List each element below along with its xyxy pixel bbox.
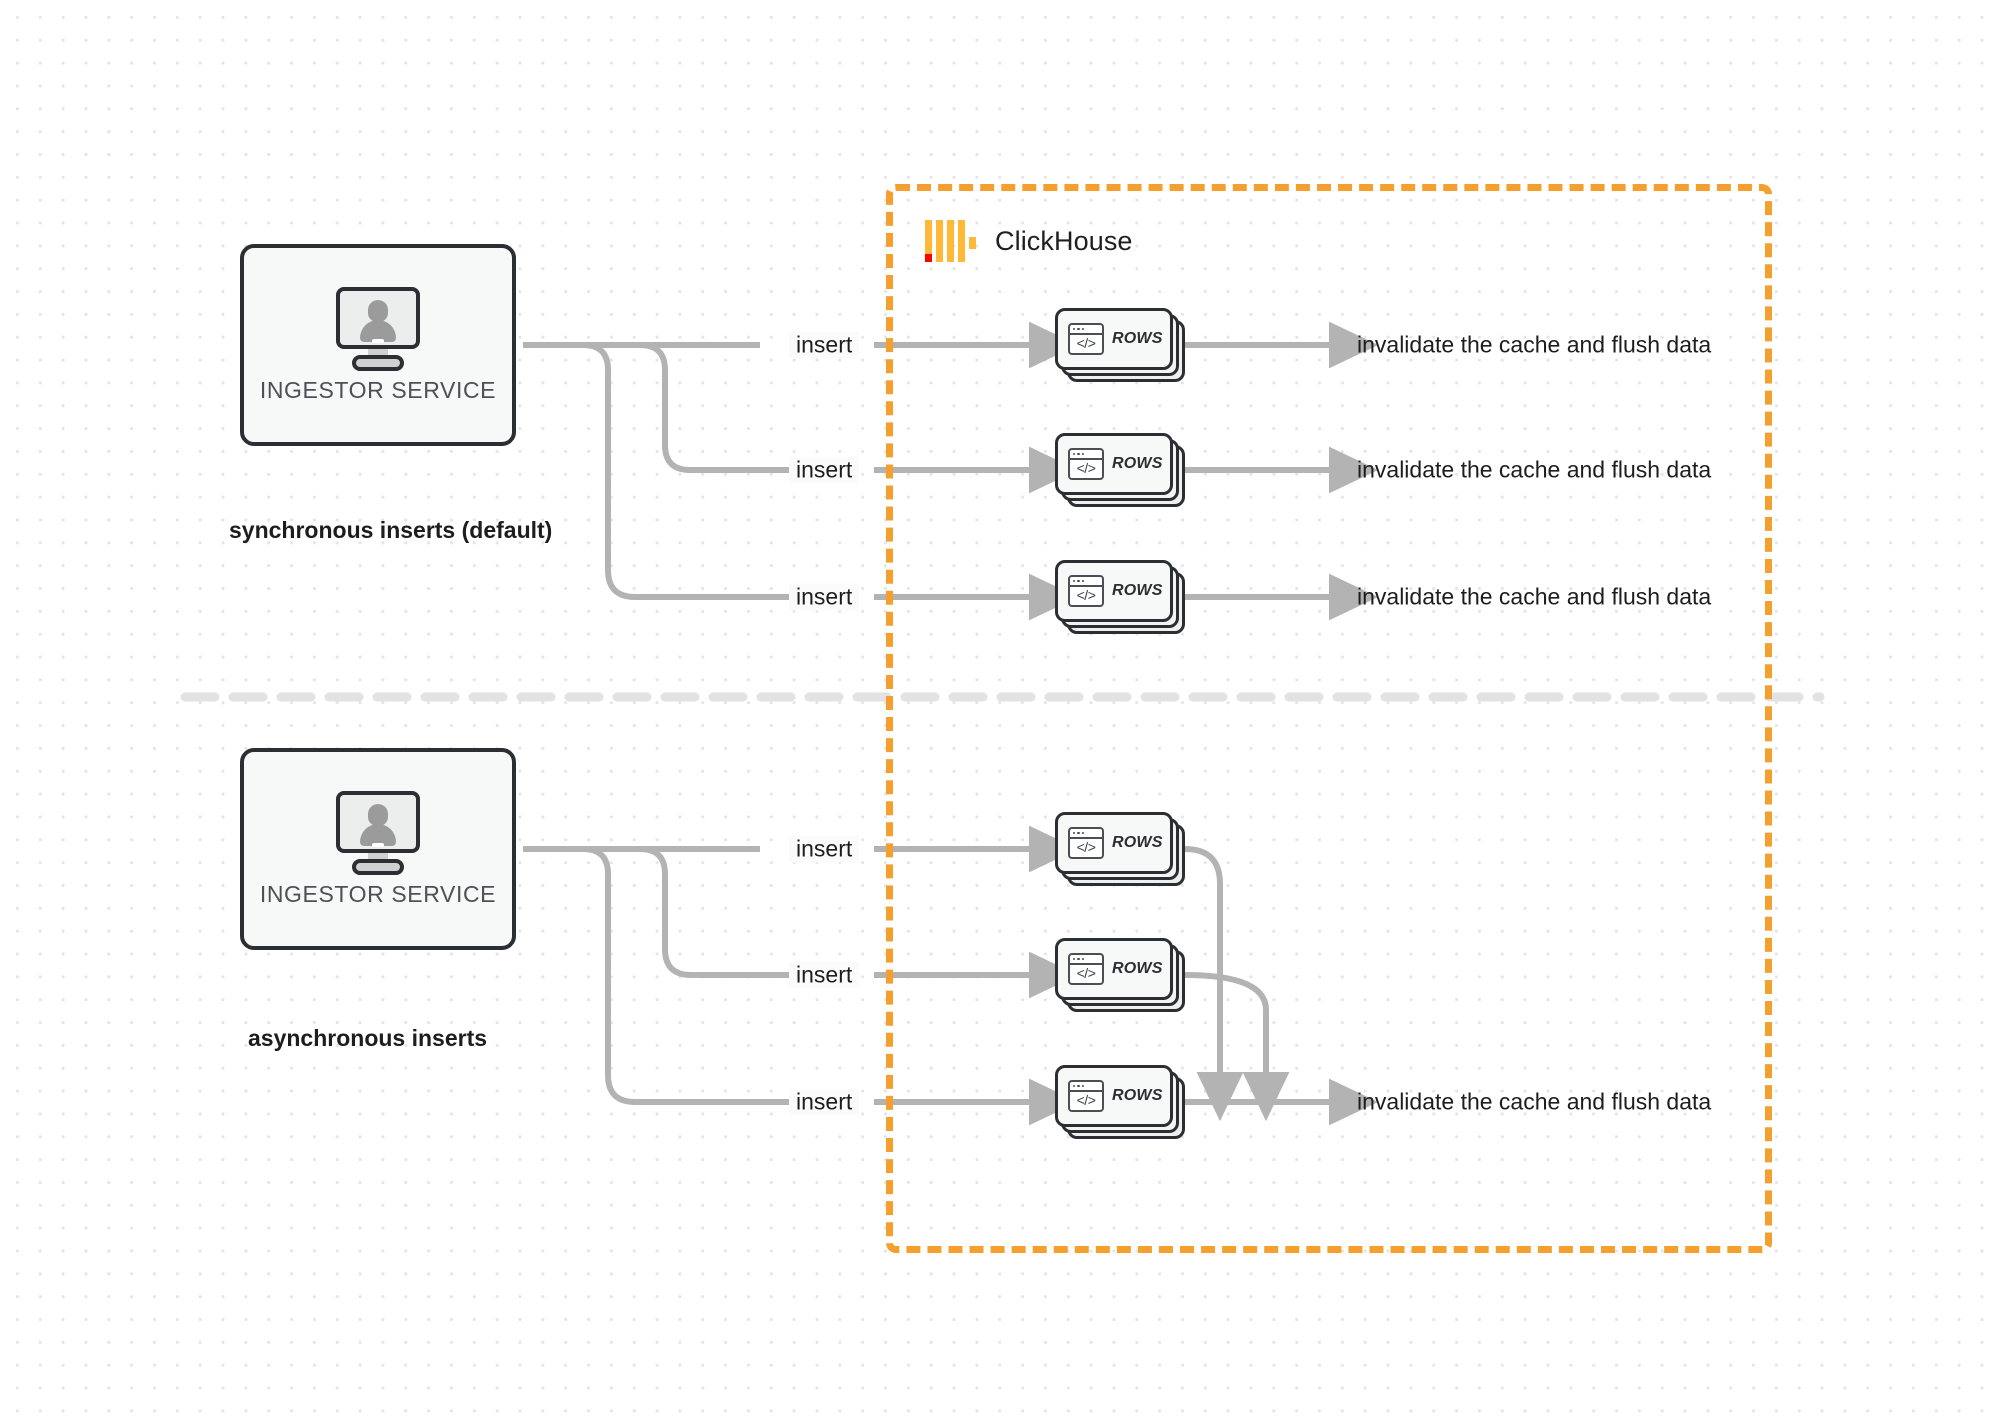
sidebar-item-ingestor-service-async[interactable]: INGESTOR SERVICE [240, 748, 516, 950]
section-caption-synchronous: synchronous inserts (default) [229, 517, 553, 543]
rows-node-label: ROWS [1112, 455, 1163, 472]
edge-label-insert-sync-3: insert [789, 583, 860, 611]
code-window-icon: </> [1068, 448, 1104, 480]
rows-node-label: ROWS [1112, 330, 1163, 347]
edge-label-insert-sync-1: insert [789, 331, 860, 359]
sync-branch-row2 [639, 342, 790, 473]
edge-label-insert-sync-2: insert [789, 456, 860, 484]
rows-node-sync-1[interactable]: </> ROWS [1055, 308, 1185, 382]
ingestor-service-label-sync: INGESTOR SERVICE [259, 376, 497, 403]
clickhouse-label: ClickHouse [995, 225, 1133, 256]
edge-label-insert-async-1: insert [789, 835, 860, 863]
rows-node-sync-3[interactable]: </> ROWS [1055, 560, 1185, 634]
rows-node-sync-2[interactable]: </> ROWS [1055, 433, 1185, 507]
rows-node-async-1[interactable]: </> ROWS [1055, 812, 1185, 886]
rows-node-async-2[interactable]: </> ROWS [1055, 938, 1185, 1012]
code-glyph: </> [1076, 460, 1096, 476]
code-glyph: </> [1076, 839, 1096, 855]
code-window-icon: </> [1068, 953, 1104, 985]
edge-label-insert-async-2: insert [789, 961, 860, 989]
clickhouse-brand: ClickHouse [925, 220, 1133, 262]
code-glyph: </> [1076, 587, 1096, 603]
clickhouse-boundary [886, 184, 1772, 1253]
code-window-icon: </> [1068, 575, 1104, 607]
code-glyph: </> [1076, 965, 1096, 981]
code-glyph: </> [1076, 1092, 1096, 1108]
code-window-icon: </> [1068, 323, 1104, 355]
sync-branch-row3 [582, 342, 790, 600]
monitor-user-icon [332, 790, 424, 875]
rows-node-label: ROWS [1112, 960, 1163, 977]
code-window-icon: </> [1068, 827, 1104, 859]
code-window-icon: </> [1068, 1080, 1104, 1112]
edge-label-flush-sync-3: invalidate the cache and flush data [1357, 583, 1712, 610]
sidebar-item-ingestor-service-sync[interactable]: INGESTOR SERVICE [240, 244, 516, 446]
ingestor-service-label-async: INGESTOR SERVICE [259, 880, 497, 907]
edge-label-flush-async: invalidate the cache and flush data [1357, 1088, 1712, 1115]
rows-node-label: ROWS [1112, 582, 1163, 599]
edge-label-insert-async-3: insert [789, 1088, 860, 1116]
edge-label-flush-sync-1: invalidate the cache and flush data [1357, 331, 1712, 358]
rows-node-label: ROWS [1112, 1087, 1163, 1104]
code-glyph: </> [1076, 335, 1096, 351]
section-caption-asynchronous: asynchronous inserts [248, 1025, 488, 1051]
async-branch-row2 [639, 846, 790, 978]
async-branch-row3 [582, 846, 790, 1105]
edge-label-flush-sync-2: invalidate the cache and flush data [1357, 456, 1712, 483]
rows-node-label: ROWS [1112, 834, 1163, 851]
rows-node-async-3[interactable]: </> ROWS [1055, 1065, 1185, 1139]
clickhouse-bars-icon [925, 220, 976, 262]
monitor-user-icon [332, 286, 424, 371]
